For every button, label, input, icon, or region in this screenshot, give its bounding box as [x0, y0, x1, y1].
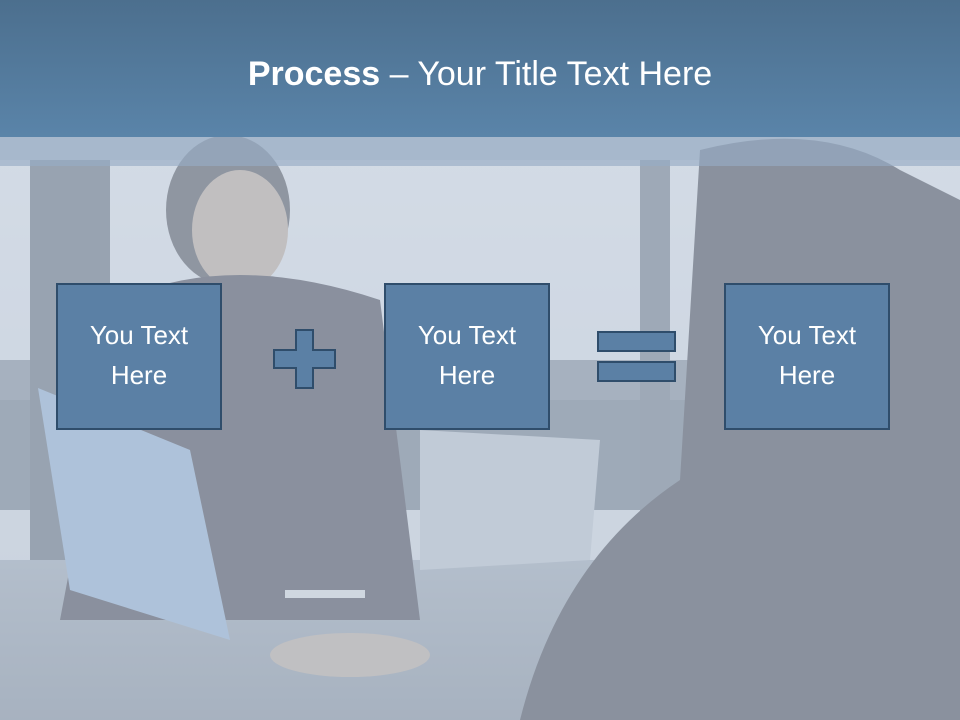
equals-icon — [597, 331, 676, 382]
process-box-2: You Text Here — [384, 283, 550, 430]
process-box-3-line2: Here — [778, 360, 836, 390]
process-box-3-text: You Text Here — [742, 315, 872, 395]
process-box-1-line2: Here — [110, 360, 168, 390]
process-box-1-line1: You Text — [89, 320, 189, 350]
process-box-1: You Text Here — [56, 283, 222, 430]
title-rest-part: – Your Title Text Here — [380, 55, 713, 93]
process-box-2-line2: Here — [438, 360, 496, 390]
process-box-2-text: You Text Here — [402, 315, 532, 395]
process-box-2-line1: You Text — [417, 320, 517, 350]
slide-title: Process – Your Title Text Here — [0, 54, 960, 94]
title-bar — [0, 0, 960, 137]
process-box-3-line1: You Text — [757, 320, 857, 350]
title-band — [0, 137, 960, 166]
process-box-3: You Text Here — [724, 283, 890, 430]
plus-icon — [273, 329, 336, 389]
process-box-1-text: You Text Here — [74, 315, 204, 395]
title-bold-part: Process — [247, 55, 381, 93]
